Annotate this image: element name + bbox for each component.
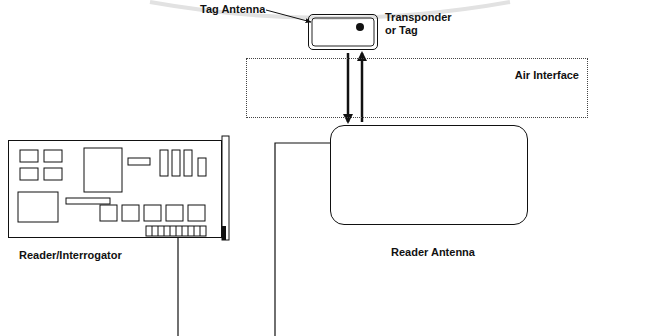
chip	[144, 205, 161, 221]
bracket-tab	[222, 226, 226, 240]
reader-antenna-box: Reader Antenna	[330, 125, 528, 225]
watermark-arc	[150, 2, 510, 18]
node-label: Air Interface	[515, 69, 579, 82]
connector-pins	[152, 226, 200, 236]
edge-connector	[146, 226, 206, 236]
chip	[44, 168, 62, 180]
chip	[122, 205, 139, 221]
antenna-cable	[275, 143, 330, 336]
chip	[20, 150, 38, 162]
chip	[160, 150, 168, 176]
mount-bracket	[222, 136, 229, 240]
tag-inlay	[312, 18, 374, 46]
tag-chip	[356, 23, 364, 31]
chip	[188, 205, 205, 221]
callout-label: Tag Antenna	[200, 3, 265, 15]
chip	[20, 168, 38, 180]
resistor	[128, 158, 150, 165]
resistor	[66, 198, 110, 204]
signal-arrow	[347, 53, 350, 122]
chip	[172, 150, 180, 176]
chip	[166, 205, 183, 221]
processor-chip	[84, 148, 122, 192]
chip	[44, 150, 62, 162]
tag-box: Transponder or Tag	[308, 14, 378, 50]
leader-line	[266, 10, 311, 22]
board-components	[18, 148, 206, 236]
reader-cable	[177, 238, 178, 336]
chip	[198, 158, 206, 176]
reader-board: Reader/Interrogator	[8, 140, 222, 238]
node-label: Transponder or Tag	[385, 11, 465, 37]
air-interface-region: Air Interface	[246, 58, 588, 118]
node-label: Reader/Interrogator	[19, 249, 122, 262]
chip	[100, 205, 117, 221]
signal-arrow	[361, 53, 364, 122]
node-label: Reader Antenna	[391, 246, 475, 259]
chip	[18, 192, 58, 222]
chip	[184, 150, 192, 176]
